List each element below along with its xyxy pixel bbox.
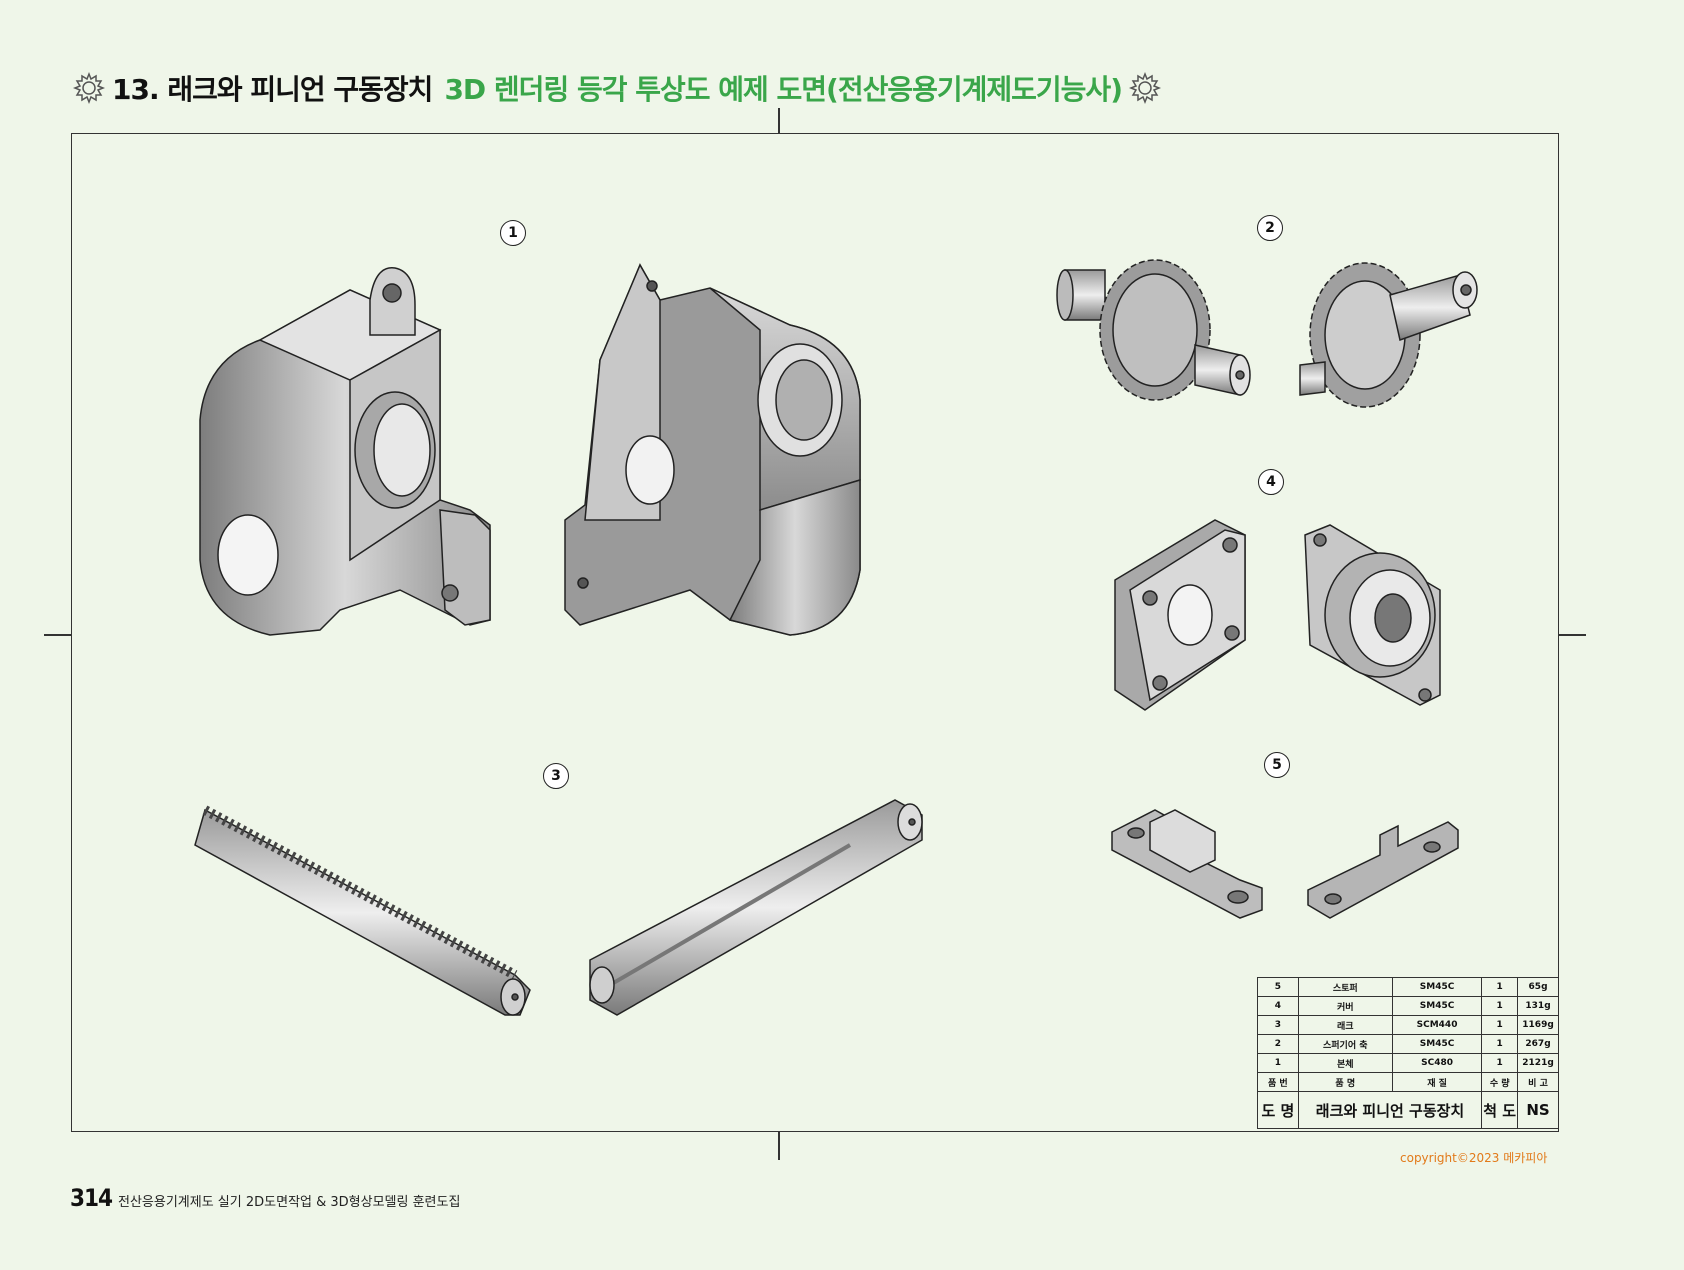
bom-material: SCM440 [1391,1015,1483,1035]
bom-header-note: 비 고 [1517,1072,1559,1092]
callout-5: 5 [1264,752,1290,778]
bom-qty: 1 [1481,1015,1519,1035]
part-5-stopper-b [1307,821,1459,919]
part-4-cover-b [1304,524,1441,706]
scale-value: NS [1517,1091,1559,1129]
page-title: 13. 래크와 피니언 구동장치 3D 렌더링 등각 투상도 예제 도면(전산응… [66,68,1168,108]
center-mark-top [778,108,780,133]
table-row: 1 본체 SC480 1 2121g [1257,1053,1559,1073]
center-mark-left [44,634,71,636]
bom-header-name: 품 명 [1297,1072,1393,1092]
bom-name: 본체 [1297,1053,1393,1073]
gear-icon [1128,71,1162,105]
table-row: 5 스토퍼 SM45C 1 65g [1257,977,1559,997]
part-1-body-view-a [199,267,491,636]
part-5-stopper-a [1111,809,1263,919]
bom-material: SC480 [1391,1053,1483,1073]
scale-value-text: NS [1526,1101,1550,1119]
bom-qty: 1 [1481,996,1519,1016]
bom-no: 3 [1257,1015,1299,1035]
bom-note: 65g [1517,977,1559,997]
bom-material: SM45C [1391,996,1483,1016]
part-3-rack-view-b [589,799,923,1016]
drawing-name-text: 래크와 피니언 구동장치 [1315,1101,1465,1120]
scale-label-text: 척 도 [1483,1101,1517,1120]
part-1-body-view-b [564,263,861,636]
drawing-frame [71,133,1559,1132]
bom-note: 131g [1517,996,1559,1016]
callout-1: 1 [500,220,526,246]
bom-name: 커버 [1297,996,1393,1016]
drawing-label-text: 도 명 [1261,1101,1295,1120]
center-mark-right [1559,634,1586,636]
bom-no: 4 [1257,996,1299,1016]
bom-no: 5 [1257,977,1299,997]
bom-header-material: 재 질 [1391,1072,1483,1092]
bom-no: 1 [1257,1053,1299,1073]
scale-label: 척 도 [1481,1091,1519,1129]
part-4-cover-a [1114,519,1246,711]
drawing-name: 래크와 피니언 구동장치 [1297,1091,1483,1129]
page-number: 314 [70,1184,113,1212]
title-black: 13. 래크와 피니언 구동장치 [112,73,433,106]
bom-name: 스퍼기어 축 [1297,1034,1393,1054]
table-row: 2 스퍼기어 축 SM45C 1 267g [1257,1034,1559,1054]
bom-material: SM45C [1391,977,1483,997]
callout-4: 4 [1258,469,1284,495]
drawing-label: 도 명 [1257,1091,1299,1129]
title-green: 3D 렌더링 등각 투상도 예제 도면(전산응용기계제도기능사) [444,73,1123,106]
gear-icon [72,71,106,105]
bom-table: 5 스토퍼 SM45C 1 65g 4 커버 SM45C 1 131g 3 래크… [1257,977,1559,1129]
table-row: 4 커버 SM45C 1 131g [1257,996,1559,1016]
part-3-rack-view-a [194,805,531,1016]
callout-3: 3 [543,763,569,789]
book-title: 전산응용기계제도 실기 2D도면작업 & 3D형상모델링 훈련도집 [118,1195,461,1210]
bom-header-no: 품 번 [1257,1072,1299,1092]
bom-name: 스토퍼 [1297,977,1393,997]
bom-no: 2 [1257,1034,1299,1054]
bom-qty: 1 [1481,1034,1519,1054]
bom-header-row: 품 번 품 명 재 질 수 량 비 고 [1257,1072,1559,1092]
callout-2: 2 [1257,215,1283,241]
bom-material: SM45C [1391,1034,1483,1054]
bom-name: 래크 [1297,1015,1393,1035]
bom-qty: 1 [1481,977,1519,997]
bom-header-qty: 수 량 [1481,1072,1519,1092]
bom-qty: 1 [1481,1053,1519,1073]
part-2-spur-gear-shaft-a [1056,259,1251,401]
bom-note: 267g [1517,1034,1559,1054]
bom-note: 2121g [1517,1053,1559,1073]
center-mark-bottom [778,1132,780,1160]
bom-note: 1169g [1517,1015,1559,1035]
title-block-row: 도 명 래크와 피니언 구동장치 척 도 NS [1257,1091,1559,1129]
copyright-text: copyright©2023 메카피아 [1400,1151,1548,1165]
table-row: 3 래크 SCM440 1 1169g [1257,1015,1559,1035]
part-2-spur-gear-shaft-b [1299,262,1478,408]
